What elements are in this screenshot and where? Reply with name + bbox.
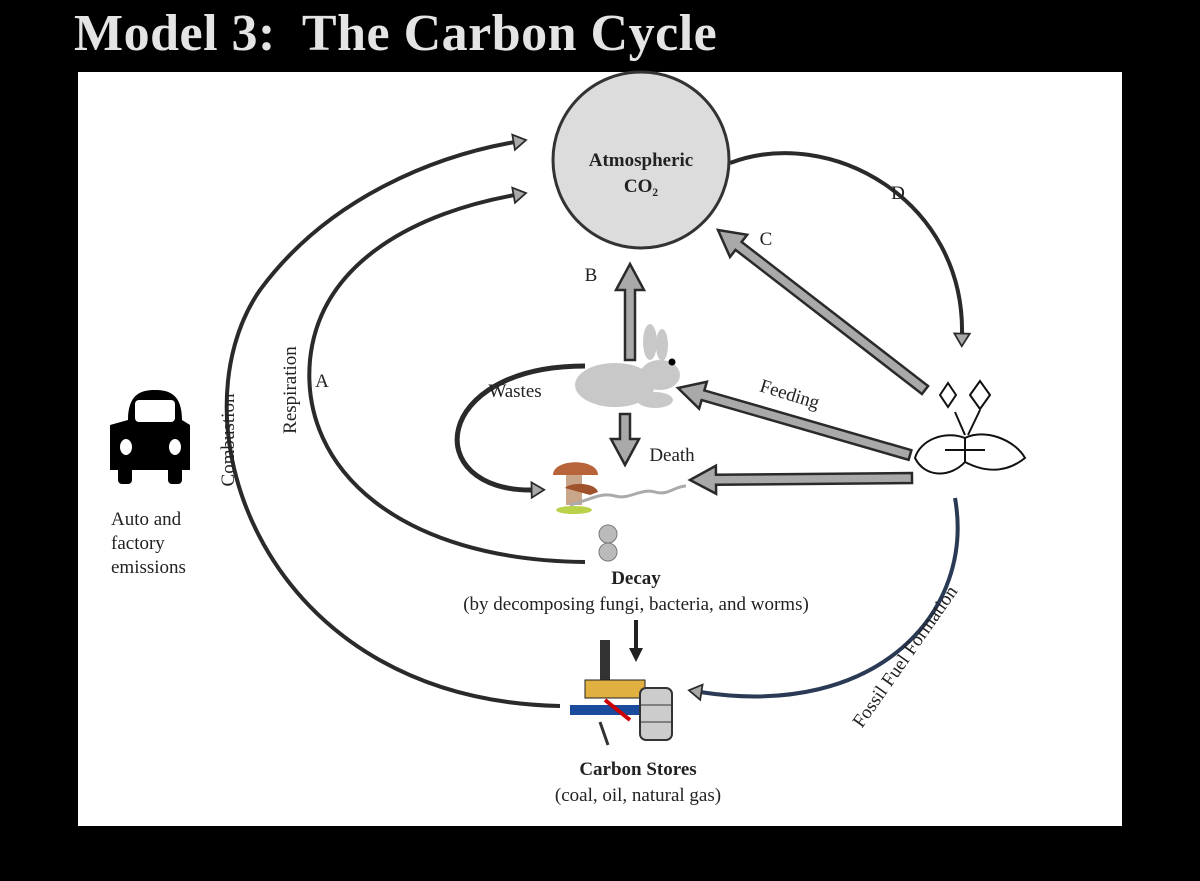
arrow-d — [729, 151, 972, 348]
decay-title: Decay — [611, 568, 661, 589]
respiration-label: Respiration — [280, 346, 301, 434]
wastes-arrow — [454, 363, 586, 500]
fossil-fuel-formation-arrow — [687, 497, 960, 702]
oil-barrel-icon — [639, 687, 673, 741]
label-a: A — [315, 371, 329, 392]
page-title: Model 3: The Carbon Cycle — [74, 5, 718, 62]
car-icon — [110, 390, 190, 484]
bacteria-icon — [569, 484, 687, 562]
fossil-fuel-formation-label: Fossil Fuel Formation — [849, 582, 963, 732]
oil-rig-icon — [570, 640, 650, 746]
decay-to-stores-arrowhead — [629, 648, 643, 662]
plant-icon — [913, 379, 1027, 475]
label-d: D — [891, 183, 905, 204]
atmosphere-label: Atmospheric — [589, 150, 693, 171]
co2-label: CO₂ — [624, 176, 659, 197]
carbon-stores-subtitle: (coal, oil, natural gas) — [555, 785, 721, 806]
combustion-label: Combustion — [218, 393, 239, 486]
atmospheric-co2-node: Atmospheric CO₂ — [551, 70, 731, 250]
mushroom-icon — [553, 462, 598, 514]
emissions-label-1: Auto and — [111, 509, 182, 530]
rabbit-icon — [575, 324, 680, 408]
combustion-arrow — [224, 133, 561, 708]
feeding-arrow — [675, 380, 913, 462]
label-c: C — [760, 229, 773, 250]
death-arrow — [608, 412, 642, 468]
death-label: Death — [649, 445, 695, 466]
arrow-b — [613, 261, 647, 362]
emissions-label-2: factory — [111, 533, 165, 554]
respiration-arrow — [307, 186, 586, 564]
carbon-stores-title: Carbon Stores — [579, 759, 696, 780]
label-b: B — [585, 265, 598, 286]
arrow-c — [715, 228, 930, 396]
wastes-label: Wastes — [488, 381, 541, 402]
plant-to-decay-arrow — [687, 463, 914, 496]
decay-subtitle: (by decomposing fungi, bacteria, and wor… — [463, 594, 809, 615]
emissions-label-3: emissions — [111, 557, 186, 578]
